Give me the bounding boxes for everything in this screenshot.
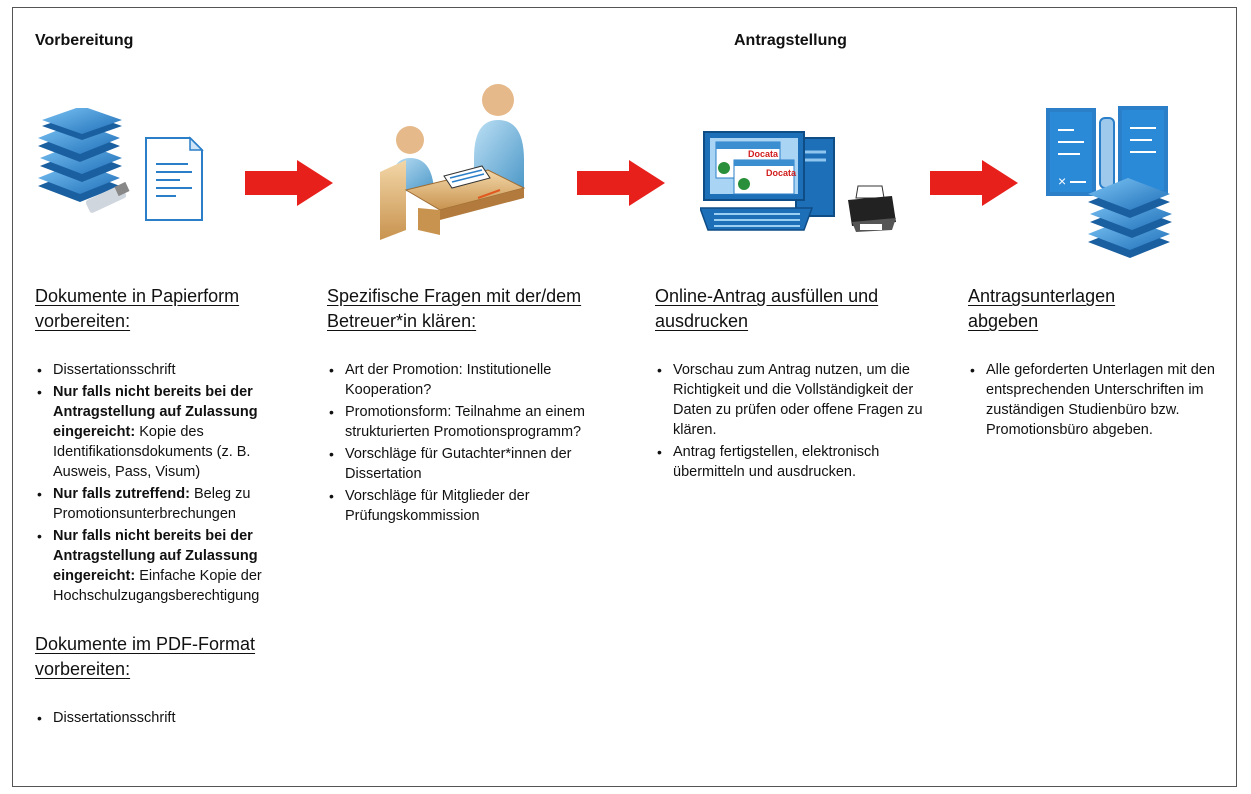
docata-label: Docata: [748, 149, 779, 159]
step-list: Vorschau zum Antrag nutzen, um die Richt…: [655, 360, 930, 482]
list-item: Vorschläge für Gutachter*innen der Disse…: [329, 444, 617, 484]
step-subtitle-colon: :: [125, 659, 131, 679]
step-list: Dissertationsschrift Nur falls nicht ber…: [35, 360, 310, 606]
heading-preparation: Vorbereitung: [35, 32, 134, 49]
step-title: Dokumente in Papierform vorbereiten:: [35, 284, 310, 334]
step-title-colon: :: [125, 311, 131, 331]
step-title-text: Dokumente in Papierform vorbereiten: [35, 286, 240, 331]
list-item: Nur falls zutreffend: Beleg zu Promotion…: [37, 484, 310, 524]
step-column-1: Dokumente in Papierform vorbereiten: Dis…: [35, 284, 310, 730]
step-list: Art der Promotion: Institutionelle Koope…: [327, 360, 617, 526]
step-column-4: Antragsunterlagen abgeben Alle gefordert…: [968, 284, 1228, 442]
step-title-text: Antragsunterlagen abgeben: [968, 286, 1116, 331]
diagram-frame: [12, 7, 1237, 787]
svg-text:×: ×: [1058, 173, 1066, 189]
docata-label: Docata: [766, 168, 797, 178]
list-item: Art der Promotion: Institutionelle Koope…: [329, 360, 617, 400]
step-title-colon: :: [471, 311, 477, 331]
list-item: Promotionsform: Teilnahme an einem struk…: [329, 402, 617, 442]
books-document-usb-icon: [38, 108, 204, 221]
list-item: Dissertationsschrift: [37, 360, 310, 380]
list-item: Alle geforderten Unterlagen mit den ents…: [970, 360, 1228, 440]
step-subtitle: Dokumente im PDF-Format vorbereiten:: [35, 632, 310, 682]
step-list: Dissertationsschrift: [35, 708, 310, 728]
consultation-desk-icon: [380, 84, 526, 240]
computer-printer-icon: Docata Docata: [700, 131, 896, 232]
step-title-text: Online-Antrag ausfüllen und ausdrucken: [655, 286, 879, 331]
step-title: Antragsunterlagen abgeben: [968, 284, 1158, 334]
arrow-right-icon: [930, 160, 1018, 206]
list-item: Antrag fertigstellen, elektronisch überm…: [657, 442, 930, 482]
list-item: Nur falls nicht bereits bei der Antragst…: [37, 526, 310, 606]
documents-books-icon: ×: [1046, 106, 1172, 258]
list-item: Vorschläge für Mitglieder der Prüfungsko…: [329, 486, 617, 526]
list-item: Dissertationsschrift: [37, 708, 310, 728]
step-title-text: Spezifische Fragen mit der/dem Betreuer*…: [327, 286, 582, 331]
step-title: Online-Antrag ausfüllen und ausdrucken: [655, 284, 885, 334]
step-column-2: Spezifische Fragen mit der/dem Betreuer*…: [327, 284, 617, 528]
list-item: Nur falls nicht bereits bei der Antragst…: [37, 382, 310, 482]
list-item: Vorschau zum Antrag nutzen, um die Richt…: [657, 360, 930, 440]
step-subtitle-text: Dokumente im PDF-Format vorbereiten: [35, 634, 256, 679]
arrow-right-icon: [245, 160, 333, 206]
step-list: Alle geforderten Unterlagen mit den ents…: [968, 360, 1228, 440]
arrow-right-icon: [577, 160, 665, 206]
step-column-3: Online-Antrag ausfüllen und ausdrucken V…: [655, 284, 930, 484]
heading-application: Antragstellung: [734, 32, 847, 49]
step-title: Spezifische Fragen mit der/dem Betreuer*…: [327, 284, 617, 334]
